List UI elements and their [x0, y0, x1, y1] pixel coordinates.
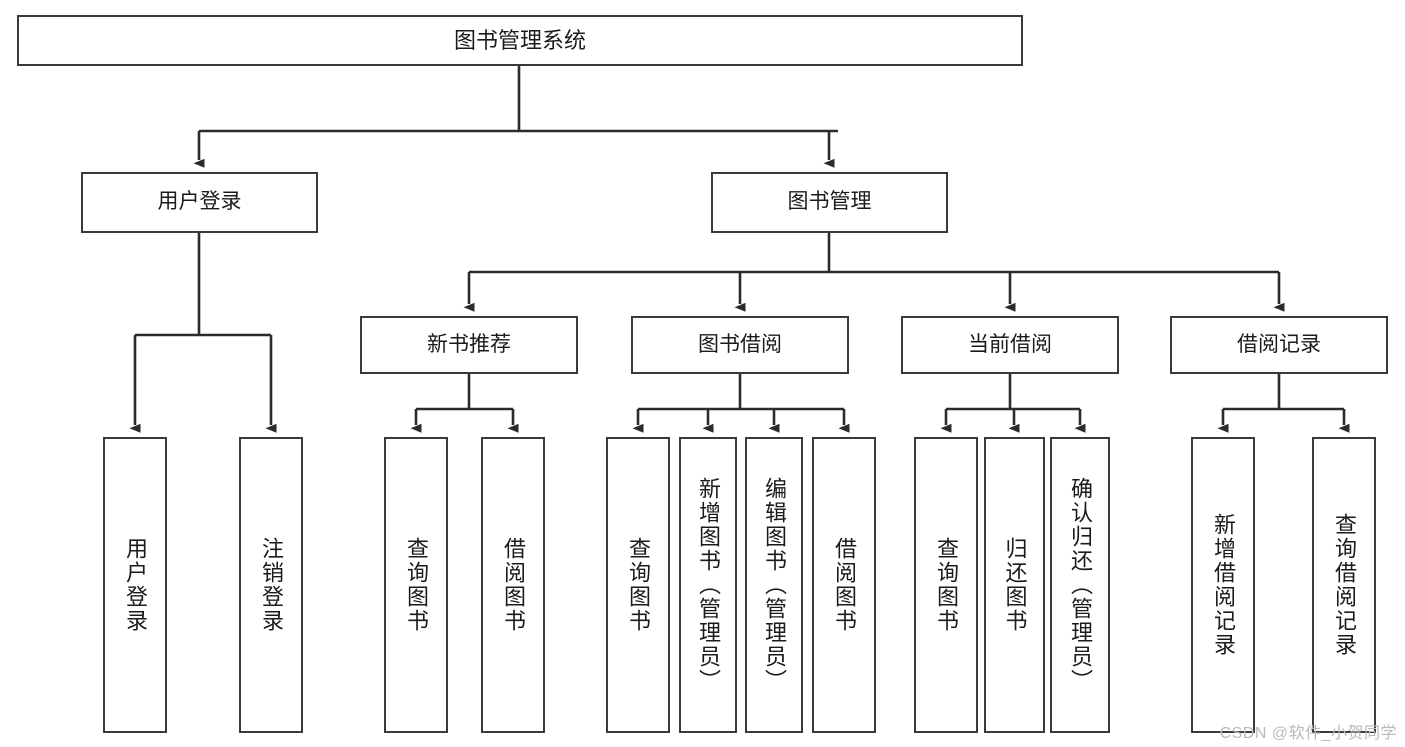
node-new-book-recommend[interactable]: 新书推荐 — [360, 316, 578, 374]
node-label: 当前借阅 — [968, 332, 1052, 356]
node-user-login[interactable]: 用户登录 — [81, 172, 318, 233]
node-leaf-add-book[interactable]: 新增图书（管理员） — [679, 437, 737, 733]
node-label: 编辑图书（管理员） — [762, 477, 787, 693]
node-leaf-add-record[interactable]: 新增借阅记录 — [1191, 437, 1255, 733]
node-book-borrow[interactable]: 图书借阅 — [631, 316, 849, 374]
node-leaf-borrow-book-1[interactable]: 借阅图书 — [481, 437, 545, 733]
node-label: 查询借阅记录 — [1332, 513, 1357, 657]
node-label: 用户登录 — [123, 537, 148, 633]
node-label: 查询图书 — [626, 537, 651, 633]
node-leaf-return-book[interactable]: 归还图书 — [984, 437, 1045, 733]
node-label: 新增借阅记录 — [1211, 513, 1236, 657]
node-label: 新书推荐 — [427, 332, 511, 356]
node-label: 查询图书 — [934, 537, 959, 633]
node-label: 注销登录 — [259, 537, 284, 633]
node-label: 图书借阅 — [698, 332, 782, 356]
node-label: 查询图书 — [404, 537, 429, 633]
node-label: 图书管理 — [787, 190, 872, 214]
watermark-text: CSDN @软件_小贺同学 — [1219, 725, 1397, 742]
node-leaf-query-book-3[interactable]: 查询图书 — [914, 437, 978, 733]
node-label: 借阅记录 — [1237, 332, 1321, 356]
node-borrow-record[interactable]: 借阅记录 — [1170, 316, 1388, 374]
node-leaf-logout-login[interactable]: 注销登录 — [239, 437, 303, 733]
node-root-system[interactable]: 图书管理系统 — [17, 15, 1023, 66]
node-leaf-borrow-book-2[interactable]: 借阅图书 — [812, 437, 876, 733]
node-label: 借阅图书 — [501, 537, 526, 633]
node-leaf-user-login[interactable]: 用户登录 — [103, 437, 167, 733]
node-label: 归还图书 — [1002, 537, 1028, 633]
node-label: 图书管理系统 — [453, 27, 586, 53]
node-label: 确认归还（管理员） — [1068, 477, 1093, 693]
node-current-borrow[interactable]: 当前借阅 — [901, 316, 1119, 374]
node-book-manage[interactable]: 图书管理 — [711, 172, 948, 233]
node-leaf-edit-book[interactable]: 编辑图书（管理员） — [745, 437, 803, 733]
node-label: 借阅图书 — [832, 537, 857, 633]
node-leaf-confirm-return[interactable]: 确认归还（管理员） — [1050, 437, 1110, 733]
node-leaf-query-book-2[interactable]: 查询图书 — [606, 437, 670, 733]
node-leaf-query-book-1[interactable]: 查询图书 — [384, 437, 448, 733]
node-leaf-query-record[interactable]: 查询借阅记录 — [1312, 437, 1376, 733]
node-label: 新增图书（管理员） — [696, 477, 721, 693]
node-label: 用户登录 — [157, 190, 242, 214]
